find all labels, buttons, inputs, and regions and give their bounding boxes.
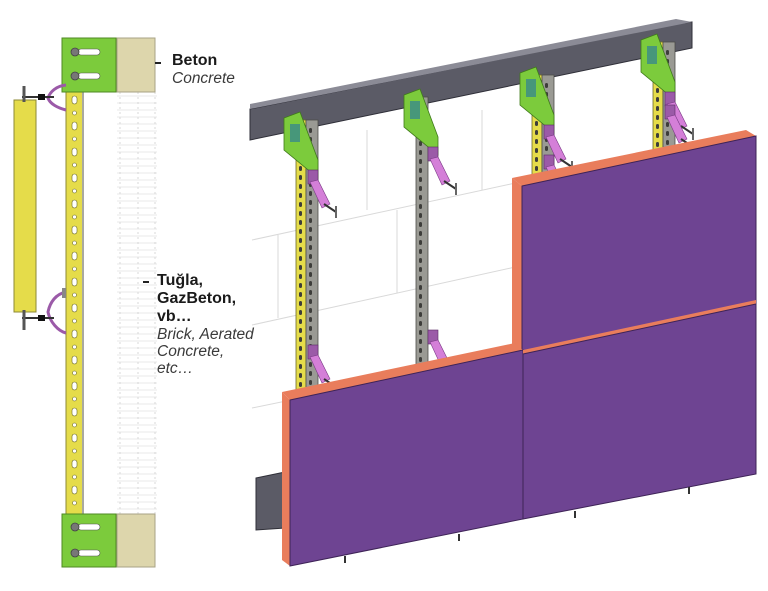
label-masonry-en-3: etc… (157, 360, 194, 378)
top-beam (249, 19, 693, 141)
leader-tick (155, 62, 161, 64)
iso-rail-2 (403, 88, 457, 378)
rail-holes (71, 95, 78, 506)
label-masonry-tr-3: vb… (157, 307, 192, 325)
concrete-bottom (116, 513, 156, 568)
panel-upper-right (512, 130, 757, 358)
iso-rail-1 (283, 111, 337, 393)
section-view (13, 37, 157, 568)
panel-lower-right (522, 300, 757, 520)
upper-clip (22, 83, 67, 112)
label-concrete-en: Concrete (172, 69, 235, 87)
isometric-view (249, 19, 757, 567)
bottom-beam (255, 471, 286, 531)
bottom-bracket (61, 513, 117, 568)
iso-rails (283, 33, 694, 393)
panel-lower-left (282, 343, 524, 567)
label-masonry-tr-2: GazBeton, (157, 289, 237, 307)
top-bracket (61, 37, 117, 93)
lower-clip (22, 288, 67, 335)
concrete-top (116, 37, 156, 93)
label-masonry-tr-1: Tuğla, (157, 272, 203, 289)
masonry-wall (117, 92, 157, 514)
label-masonry-en-1: Brick, Aerated (157, 325, 254, 343)
iso-rail-4 (640, 33, 694, 153)
section-panel (13, 99, 37, 313)
label-concrete-tr: Beton (172, 52, 218, 69)
leader-tick (143, 281, 149, 283)
label-masonry-en-2: Concrete, (157, 343, 225, 361)
panel-bottom-clips (344, 487, 690, 563)
label-concrete: Beton Concrete (155, 52, 235, 87)
label-masonry: Tuğla, GazBeton, vb… Brick, Aerated Conc… (143, 272, 254, 378)
iso-rail-3 (519, 66, 573, 203)
